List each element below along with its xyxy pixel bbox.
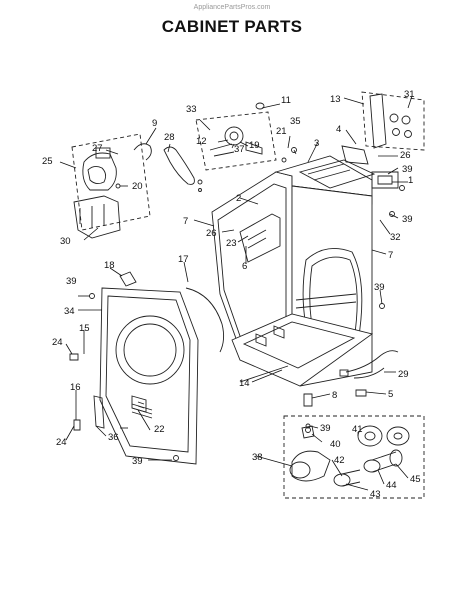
bracket-assembly: [341, 91, 425, 189]
diagram-title: CABINET PARTS: [161, 17, 303, 36]
callout-39-cabinet-right: 39: [374, 282, 385, 293]
callout-27: 27: [92, 143, 103, 154]
callout-29: 29: [398, 369, 409, 380]
callout-26-right: 26: [400, 150, 411, 161]
callout-18: 18: [104, 260, 115, 271]
callout-25: 25: [42, 156, 53, 167]
callout-23: 23: [226, 238, 237, 249]
callout-35: 35: [290, 116, 301, 127]
callout-37: 37: [234, 144, 245, 155]
callout-9: 9: [152, 118, 157, 129]
callout-22: 22: [154, 424, 165, 435]
callout-30: 30: [60, 236, 71, 247]
callout-34: 34: [64, 306, 75, 317]
callout-8: 8: [332, 390, 337, 401]
callout-40: 40: [330, 439, 341, 450]
callout-6: 6: [242, 261, 247, 272]
callout-11: 11: [281, 95, 291, 106]
callout-32: 32: [390, 232, 401, 243]
callout-42: 42: [334, 455, 345, 466]
callout-19: 19: [249, 140, 260, 151]
callout-39-bracket: 39: [402, 164, 413, 175]
callout-31: 31: [404, 89, 415, 100]
callout-43: 43: [370, 489, 381, 500]
cabinet-body: [211, 155, 376, 387]
callout-24-bottom: 24: [56, 437, 67, 448]
callout-38: 38: [252, 452, 263, 463]
callout-3: 3: [314, 138, 319, 149]
callout-13: 13: [330, 94, 341, 105]
drive-assembly: [163, 102, 277, 192]
callout-12: 12: [196, 136, 207, 147]
callout-24-top: 24: [52, 337, 63, 348]
callout-20: 20: [132, 181, 143, 192]
callout-14: 14: [239, 378, 250, 389]
vent-kit: [283, 415, 425, 499]
callout-41: 41: [352, 424, 363, 435]
callout-39-side: 39: [402, 214, 413, 225]
watermark: AppliancePartsPros.com: [193, 4, 271, 11]
leader-lines: [59, 95, 413, 491]
callout-17: 17: [178, 254, 189, 265]
callout-44: 44: [386, 480, 397, 491]
callout-39-front-bottom: 39: [132, 456, 143, 467]
callout-26-center: 26: [206, 228, 217, 239]
callout-39-vent: 39: [320, 423, 331, 434]
callout-21: 21: [276, 126, 287, 137]
callout-7-left: 7: [183, 216, 188, 227]
callout-45: 45: [410, 474, 421, 485]
callout-4: 4: [336, 124, 341, 135]
callout-16: 16: [70, 382, 81, 393]
callout-28: 28: [164, 132, 175, 143]
callout-39-front-top: 39: [66, 276, 77, 287]
front-panel: [99, 287, 225, 465]
callout-33: 33: [186, 104, 197, 115]
blower-assembly: [71, 133, 152, 239]
callout-1: 1: [408, 175, 413, 186]
callout-36: 36: [108, 432, 119, 443]
callout-15: 15: [79, 323, 90, 334]
callout-labels: 1 2 3 4 5 6 7 7 8 9 11 12 13 14 15 16 17…: [42, 89, 421, 500]
callout-7-right: 7: [388, 250, 393, 261]
callout-2: 2: [236, 193, 241, 204]
callout-5: 5: [388, 389, 393, 400]
